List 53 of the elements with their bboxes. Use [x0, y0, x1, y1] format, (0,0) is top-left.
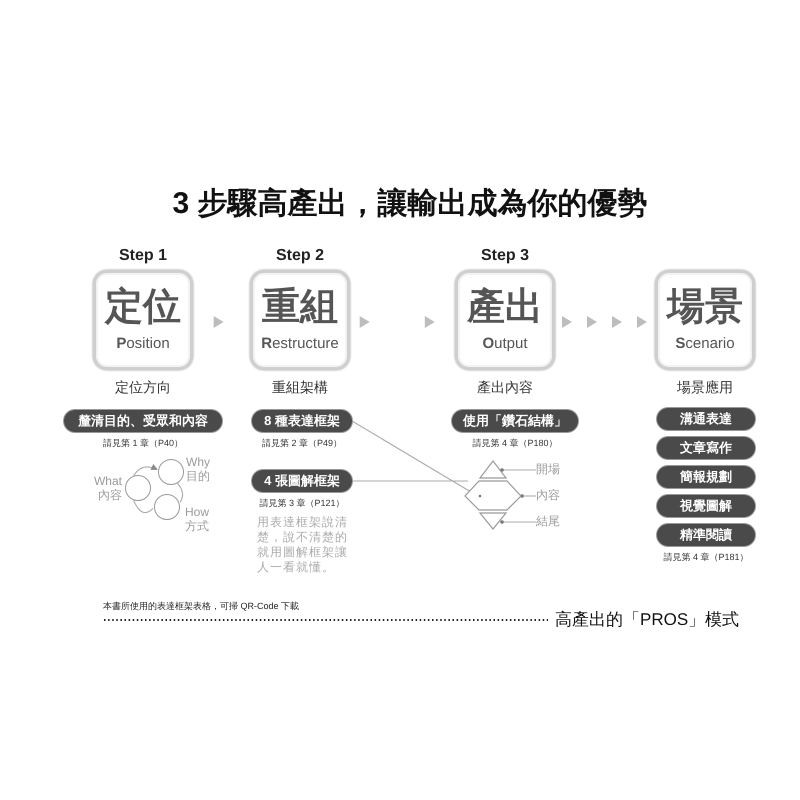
circle-label: What 內容 [92, 474, 122, 502]
step-caption: 定位方向 [114, 379, 172, 397]
arrow [133, 464, 158, 476]
circle-label: How 方式 [185, 505, 210, 533]
diamond-drawing [464, 460, 522, 530]
label-pill: 溝通表達 [657, 408, 755, 430]
note-text: 用表達框架說清楚，說不清楚的就用圖解框架讓人一看就懂。 [257, 515, 349, 575]
step-title: 重組 [261, 285, 339, 329]
circle [154, 494, 180, 520]
leader-line [520, 494, 536, 498]
chapter-reference: 請見第 4 章（P181） [662, 551, 750, 564]
step-caption: 場景應用 [676, 379, 734, 397]
step-heading: Step 1 [118, 247, 168, 265]
connector-line [177, 482, 184, 502]
leader-line [500, 520, 536, 524]
caption-text: 高產出的「PROS」模式 [555, 609, 740, 631]
step-title: 定位 [103, 285, 182, 329]
step-title: 場景 [664, 285, 744, 329]
leader-line [500, 468, 536, 472]
step-subtitle: Restructure [260, 335, 340, 353]
chevron-arrow [360, 316, 435, 328]
step-subtitle: Scenario [674, 335, 736, 353]
step-heading: Step 3 [480, 247, 530, 265]
chapter-reference: 請見第 4 章（P180） [471, 437, 559, 450]
footnote: 本書所使用的表達框架表格，可掃 QR-Code 下載 [103, 600, 300, 613]
label-pill: 精準閱讀 [657, 524, 755, 546]
leader-label: 內容 [536, 488, 560, 502]
leader-label: 結尾 [536, 514, 560, 528]
circle [125, 475, 151, 501]
label-pill: 4 張圖解框架 [252, 470, 352, 492]
chevron-arrow [562, 316, 647, 328]
step-caption: 產出內容 [476, 379, 534, 397]
circle-label: Why 目的 [186, 455, 211, 483]
connector-line [352, 480, 468, 482]
circle [158, 459, 184, 485]
label-pill: 視覺圖解 [657, 495, 755, 517]
label-pill: 8 種表達框架 [252, 410, 352, 432]
label-pill: 使用「鑽石結構」 [452, 410, 578, 432]
chapter-reference: 請見第 2 章（P49） [260, 437, 344, 450]
leader-label: 開場 [536, 462, 560, 476]
step-caption: 重組架構 [271, 379, 329, 397]
connector-line [352, 420, 472, 492]
label-pill: 文章寫作 [657, 437, 755, 459]
step-subtitle: Output [481, 335, 529, 353]
chapter-reference: 請見第 1 章（P40） [102, 437, 184, 450]
step-heading: Step 2 [274, 247, 325, 265]
step-subtitle: Position [115, 335, 171, 353]
step-title: 產出 [466, 285, 544, 329]
label-pill: 釐清目的、受眾和內容 [64, 410, 222, 432]
label-pill: 簡報規劃 [657, 466, 755, 488]
chapter-reference: 請見第 3 章（P121） [258, 497, 346, 510]
title: 3 步驟高產出，讓輸出成為你的優勢 [171, 186, 649, 222]
chevron-arrow [214, 316, 224, 328]
